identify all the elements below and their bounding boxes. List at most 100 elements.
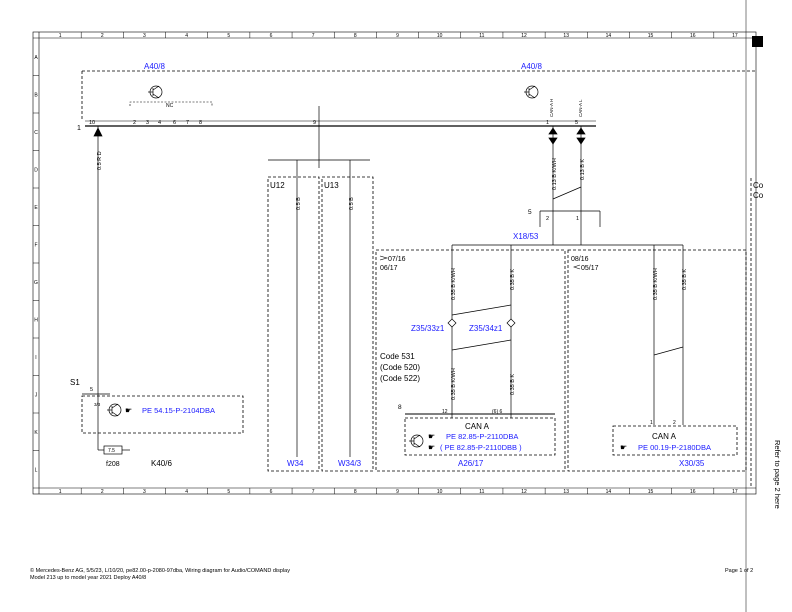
pin-2: 2 <box>133 120 136 126</box>
grid-col-bottom: 11 <box>479 489 484 495</box>
u12-label: U12 <box>270 181 285 190</box>
grid-col-top: 6 <box>270 33 273 39</box>
ref-pe-82-85-dbb: ( PE 82.85-P-2110DBB ) <box>440 443 522 452</box>
nc-bracket <box>129 101 213 106</box>
a26-wires <box>447 245 516 418</box>
footer-line-2: Model 213 up to model year 2021 Deploy A… <box>30 574 147 581</box>
a26-module-box <box>404 417 556 456</box>
grid-col-top: 2 <box>101 33 104 39</box>
signal-can-h: CAN-A H <box>549 99 554 117</box>
grid-col-bottom: 12 <box>521 489 527 495</box>
u12-box <box>267 176 320 472</box>
wire-a40-s1 <box>93 126 103 382</box>
pin-4: 4 <box>158 120 161 126</box>
x18-pin-5: 5 <box>528 209 532 216</box>
side-continuation-text: Refer to page 2 here <box>773 440 782 509</box>
grid-col-top: 16 <box>690 33 696 39</box>
pin-1-right: 1 <box>546 120 549 126</box>
footer-copyright: © Mercedes-Benz AG, 5/5/23, L/10/20, pe8… <box>30 568 290 581</box>
can-a-label-2: CAN A <box>652 432 677 441</box>
wire-label-z1: 0.35 B K/WH <box>451 268 457 300</box>
wire-label-x1: 0.35 B K/WH <box>653 268 659 300</box>
grid-row-label: I <box>35 355 36 361</box>
a40-right-label: A40/8 <box>521 62 542 71</box>
transistor-icon <box>409 434 424 448</box>
grid-col-top: 7 <box>312 33 315 39</box>
a26-pin-12: 12 <box>442 409 448 415</box>
book-icon: ☛ <box>428 443 435 452</box>
z35-33-label: Z35/33z1 <box>411 324 445 333</box>
ref-pe-82-85-dba: PE 82.85-P-2110DBA <box>446 432 518 441</box>
w34-3-label: W34/3 <box>338 459 362 468</box>
a26-17-label: A26/17 <box>458 459 484 468</box>
code-cut-label-2: Co <box>753 191 764 200</box>
page-number: Page 1 of 2 <box>725 568 754 574</box>
z35-34-label: Z35/34z1 <box>469 324 503 333</box>
column-grid: 1122334455667788991010111112121313141415… <box>59 32 738 495</box>
grid-row-label: D <box>34 167 38 173</box>
wire-pin9 <box>268 106 370 457</box>
wire-label-z4: 0.35 B K <box>510 374 516 395</box>
w34-label: W34 <box>287 459 304 468</box>
pin-8: 8 <box>199 120 202 126</box>
transistor-icon <box>107 403 122 417</box>
date-06-17: 06/17 <box>380 265 398 272</box>
transistor-icon <box>524 85 539 99</box>
grid-col-top: 17 <box>732 33 738 39</box>
grid-row-label: K <box>34 430 38 436</box>
book-icon: ☛ <box>428 432 435 441</box>
x30-pin-2: 2 <box>673 420 676 426</box>
grid-col-bottom: 4 <box>185 489 188 495</box>
signal-can-l: CAN-A L <box>578 99 583 117</box>
x18-pin-2: 2 <box>546 216 549 222</box>
grid-col-top: 8 <box>354 33 357 39</box>
footer-line-1: © Mercedes-Benz AG, 5/5/23, L/10/20, pe8… <box>30 568 290 574</box>
pin-3: 3 <box>146 120 149 126</box>
u13-box <box>321 176 374 472</box>
page-continue-icon <box>752 36 763 47</box>
transistor-icon <box>148 85 163 99</box>
grid-col-top: 3 <box>143 33 146 39</box>
grid-col-top: 13 <box>563 33 569 39</box>
a26-pin-6: (6) 6 <box>492 409 503 415</box>
a40-left-label: A40/8 <box>144 62 165 71</box>
wire-label-u12: 0.5 B <box>296 197 302 210</box>
x30-35-label: X30/35 <box>679 459 705 468</box>
grid-col-top: 11 <box>479 33 484 39</box>
s1-label: S1 <box>70 378 80 387</box>
u13-label: U13 <box>324 181 339 190</box>
s1-pin-5: 5 <box>90 387 93 393</box>
date-07-16: 07/16 <box>388 256 406 263</box>
grid-row-label: A <box>34 55 38 61</box>
grid-col-bottom: 2 <box>101 489 104 495</box>
grid-col-bottom: 15 <box>648 489 654 495</box>
wire-label-a40: 0.5 R D <box>97 151 103 170</box>
grid-col-bottom: 10 <box>437 489 443 495</box>
grid-col-bottom: 1 <box>59 489 62 495</box>
x30-pin-1: 1 <box>650 420 653 426</box>
grid-col-bottom: 6 <box>270 489 273 495</box>
grid-row-label: C <box>34 130 38 136</box>
ref-pe-54-15: PE 54.15-P-2104DBA <box>142 406 215 415</box>
grid-col-bottom: 17 <box>732 489 738 495</box>
book-icon: ☛ <box>125 406 132 415</box>
grid-col-top: 9 <box>396 33 399 39</box>
grid-col-bottom: 9 <box>396 489 399 495</box>
a40-module-box <box>81 70 756 121</box>
code-522: (Code 522) <box>380 374 420 383</box>
grid-row-label: J <box>35 392 38 398</box>
grid-row-label: L <box>35 467 38 473</box>
x30-region-box <box>567 249 747 472</box>
grid-row-label: H <box>34 317 38 323</box>
wire-label-z3: 0.35 B K/WH <box>451 368 457 400</box>
wire-label-x2: 0.35 B K <box>682 269 688 290</box>
date-05-17: 05/17 <box>581 265 599 272</box>
grid-col-top: 4 <box>185 33 188 39</box>
grid-col-top: 10 <box>437 33 443 39</box>
pin-7: 7 <box>186 120 189 126</box>
f208-label: f208 <box>106 461 120 468</box>
grid-row-label: B <box>34 92 38 98</box>
pin-5-right: 5 <box>575 120 578 126</box>
k40-module-box <box>81 395 244 434</box>
